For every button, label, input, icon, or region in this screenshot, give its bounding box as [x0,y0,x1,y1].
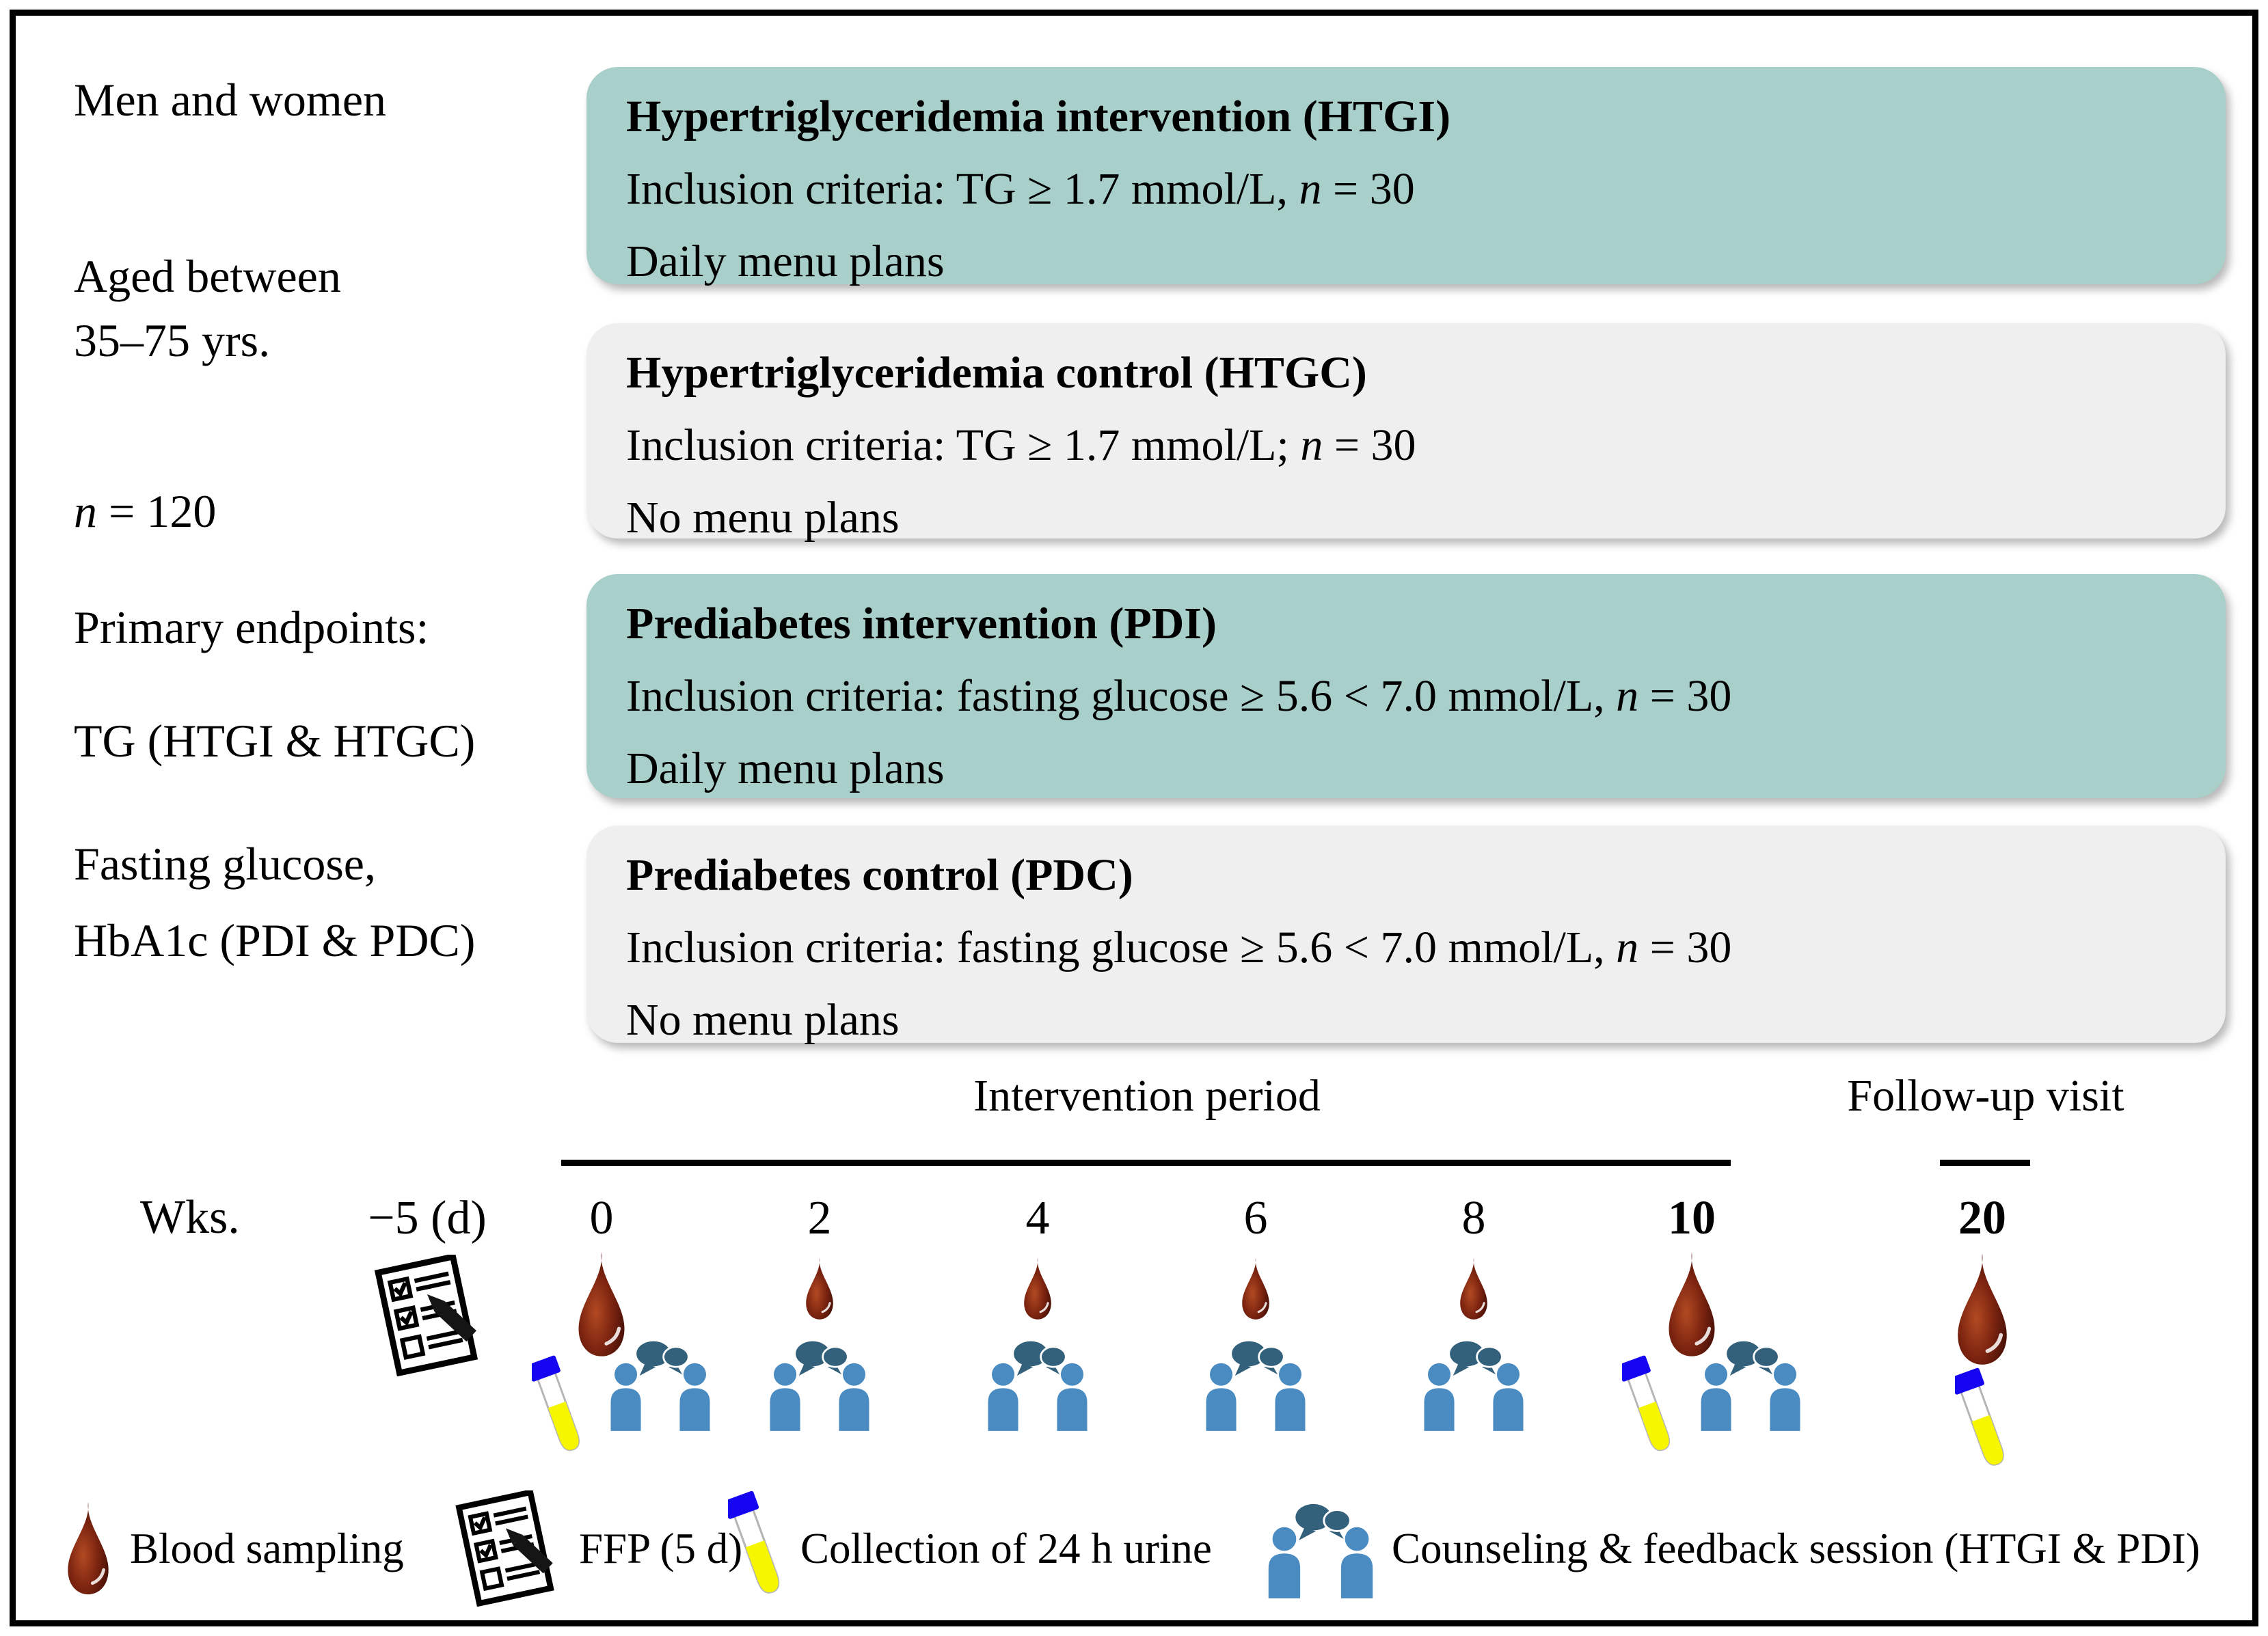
timeline-column-week-0: 0 [492,1190,711,1484]
group-plan: No menu plans [626,995,900,1045]
followup-visit-line [1940,1160,2030,1166]
blood-drop-icon [68,1502,109,1595]
group-box-pdc: Prediabetes control (PDC) Inclusion crit… [586,826,2226,1045]
timeline-column-week-2: 2 [710,1190,929,1484]
n-value: = 120 [97,485,217,537]
timeline-column-week-4: 4 [928,1190,1147,1484]
pencil-icon [505,1528,553,1574]
legend-label: Blood sampling [130,1524,404,1572]
group-inclusion: Inclusion criteria: fasting glucose ≥ 5.… [626,660,2186,733]
timeline-column-ffp: −5 (d) [318,1190,537,1484]
inclusion-text: Inclusion criteria: TG ≥ 1.7 mmol/L, [626,164,1299,214]
urine-tube-icon [1622,1355,1670,1451]
group-box-htgc: Hypertriglyceridemia control (HTGC) Incl… [586,323,2226,543]
group-box-htgi: Hypertriglyceridemia intervention (HTGI)… [586,67,2226,286]
intervention-period-line [561,1160,1731,1166]
group-title: Hypertriglyceridemia control (HTGC) [626,348,1367,398]
legend-label: Collection of 24 h urine [800,1524,1212,1572]
timeline-column-week-10: 10 [1582,1190,1801,1484]
legend-item-blood-drop: Blood sampling [62,1488,404,1609]
legend-item-urine-tube: Collection of 24 h urine [728,1488,1212,1609]
n-value: = 30 [1638,923,1732,972]
n-symbol: n [1616,671,1639,721]
inclusion-text: Inclusion criteria: fasting glucose ≥ 5.… [626,923,1617,972]
counseling-icon [1268,1503,1373,1598]
endpoints-heading: Primary endpoints: [74,601,429,653]
group-title: Prediabetes intervention (PDI) [626,599,1217,649]
group-title: Prediabetes control (PDC) [626,850,1133,900]
legend-label: Counseling & feedback session (HTGI & PD… [1392,1524,2200,1572]
n-value: = 30 [1323,420,1416,470]
counseling-icon [1701,1341,1800,1431]
group-inclusion: Inclusion criteria: TG ≥ 1.7 mmol/L; n =… [626,409,2186,482]
timeline-column-week-20: 20 [1873,1190,2092,1484]
legend-item-ffp-checklist: FFP (5 d) [448,1488,742,1609]
group-plan: Daily menu plans [626,236,945,286]
followup-visit-label: Follow-up visit [1847,1071,2124,1121]
week-label: −5 (d) [368,1192,487,1244]
blood-drop-icon [806,1257,833,1320]
week-label: 0 [589,1192,614,1244]
blood-drop-icon [578,1252,625,1356]
week-label: 6 [1243,1192,1268,1244]
n-symbol: n [1616,923,1639,972]
legend-item-counseling: Counseling & feedback session (HTGI & PD… [1265,1488,2200,1609]
week-label: 20 [1958,1192,2006,1244]
ffp-checklist-icon [374,1255,478,1376]
urine-tube-icon [1955,1367,2004,1466]
endpoint-tg-text: TG (HTGI & HTGC) [74,715,476,767]
urine-tube-icon [728,1490,780,1594]
blood-drop-icon [1669,1252,1715,1356]
group-inclusion: Inclusion criteria: TG ≥ 1.7 mmol/L, n =… [626,153,2186,226]
population-text: Men and women [74,74,387,126]
n-value: = 30 [1638,671,1732,721]
week-label: 8 [1461,1192,1486,1244]
weeks-axis-label: Wks. [140,1191,240,1244]
counseling-icon [770,1341,869,1431]
ffp-checklist-icon [455,1490,554,1607]
figure-border [10,10,2258,1626]
group-box-pdi: Prediabetes intervention (PDI) Inclusion… [586,574,2226,798]
timeline-column-week-8: 8 [1364,1190,1583,1484]
urine-tube-icon [532,1355,580,1451]
endpoint-glucose-text: Fasting glucose, [74,838,376,890]
endpoint-hba1c-text: HbA1c (PDI & PDC) [74,914,476,966]
age-text-line2: 35–75 yrs. [74,314,271,366]
counseling-icon [988,1341,1088,1431]
blood-drop-icon [1460,1257,1487,1320]
group-plan: No menu plans [626,493,900,543]
n-symbol: n [1299,164,1322,214]
inclusion-text: Inclusion criteria: fasting glucose ≥ 5.… [626,671,1617,721]
age-text-line1: Aged between [74,250,341,302]
counseling-icon [610,1341,710,1431]
n-symbol: n [74,485,97,537]
blood-drop-icon [1024,1257,1051,1320]
group-inclusion: Inclusion criteria: fasting glucose ≥ 5.… [626,912,2186,984]
week-label: 10 [1668,1192,1716,1244]
n-symbol: n [1300,420,1323,470]
n-value: = 30 [1321,164,1415,214]
week-label: 2 [807,1192,832,1244]
week-label: 4 [1025,1192,1050,1244]
sample-size-text: n = 120 [74,480,216,543]
group-plan: Daily menu plans [626,744,945,793]
pencil-icon [427,1294,476,1342]
blood-drop-icon [1958,1253,2007,1365]
counseling-icon [1206,1341,1306,1431]
legend-label: FFP (5 d) [579,1524,743,1572]
intervention-period-label: Intervention period [973,1071,1321,1121]
timeline-column-week-6: 6 [1146,1190,1365,1484]
blood-drop-icon [1242,1257,1269,1320]
counseling-icon [1424,1341,1524,1431]
group-title: Hypertriglyceridemia intervention (HTGI) [626,92,1451,141]
inclusion-text: Inclusion criteria: TG ≥ 1.7 mmol/L; [626,420,1301,470]
